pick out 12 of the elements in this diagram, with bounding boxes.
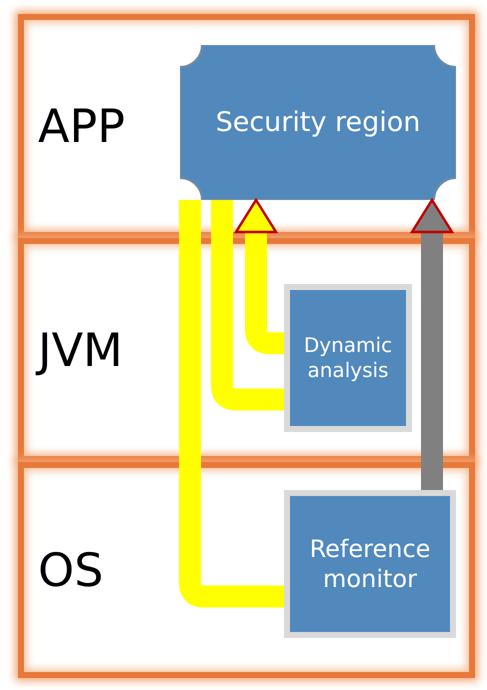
box-label: Security region [214,106,422,140]
layer-label: APP [38,99,125,153]
box-label: Reference monitor [308,534,432,594]
process-box [284,490,456,638]
region-plaque [180,45,456,200]
layer-band [18,462,475,678]
flow-arrow [410,198,454,490]
layer-band [18,14,475,238]
process-box [284,284,412,432]
layer-label: JVM [38,323,123,377]
layer-label: OS [38,543,104,597]
box-label: Dynamic analysis [302,333,394,383]
